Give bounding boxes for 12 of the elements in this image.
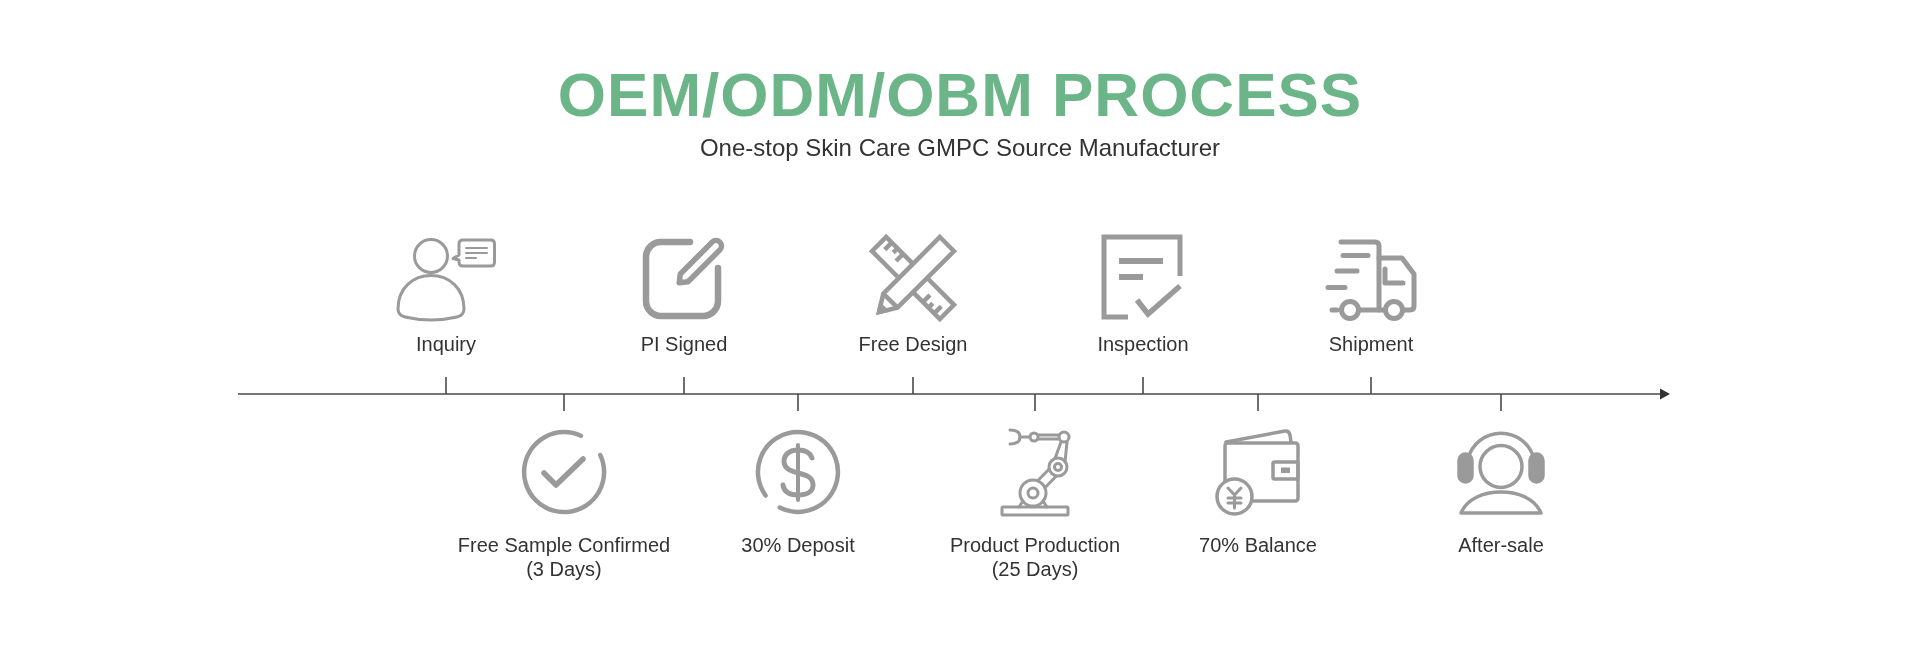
step-label: Product Production (25 Days) — [948, 533, 1122, 581]
step-label: Inspection — [1097, 332, 1189, 356]
subtitle: One-stop Skin Care GMPC Source Manufacturer — [699, 134, 1221, 162]
step-label: Inquiry — [416, 332, 476, 356]
step-label: After-sale — [1458, 533, 1544, 557]
title: OEM/ODM/OBM PROCESS — [557, 62, 1363, 128]
step-label: 30% Deposit — [741, 533, 855, 557]
step-label: Free Design — [858, 332, 968, 356]
step-label: Shipment — [1328, 332, 1414, 356]
step-label: Free Sample Confirmed (3 Days) — [456, 533, 672, 581]
step-label: 70% Balance — [1199, 533, 1317, 557]
step-label: PI Signed — [640, 332, 728, 356]
